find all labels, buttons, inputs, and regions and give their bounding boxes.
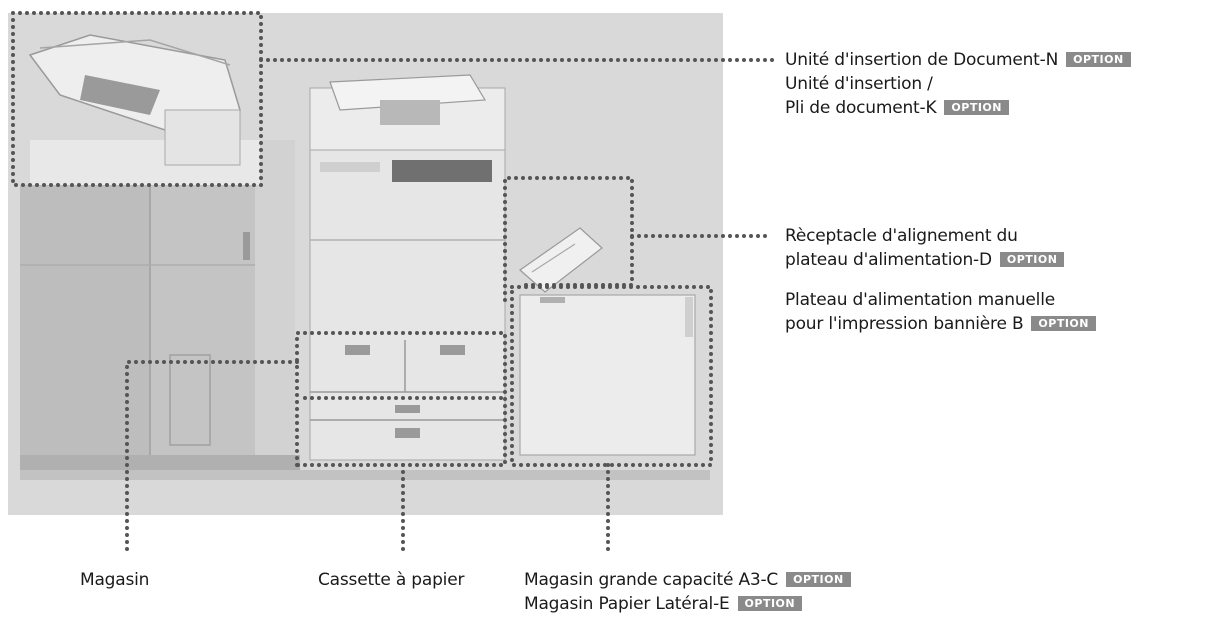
option-badge: OPTION	[944, 100, 1009, 115]
floor-shadow	[20, 470, 710, 480]
label-banner-tray: Plateau d'alimentation manuelle pour l'i…	[785, 288, 1096, 336]
option-badge: OPTION	[1031, 316, 1096, 331]
magasin-leader	[125, 360, 299, 555]
banner-tray-line1: Plateau d'alimentation manuelle	[785, 290, 1055, 310]
high-capacity-line2: Magasin Papier Latéral-E	[524, 594, 730, 614]
option-badge: OPTION	[1066, 52, 1131, 67]
insertion-unit-line1: Unité d'insertion de Document-N	[785, 50, 1059, 70]
label-tray-alignment: Rèceptacle d'alignement du plateau d'ali…	[785, 224, 1065, 272]
label-paper-cassette: Cassette à papier	[318, 568, 464, 592]
label-insertion-unit: Unité d'insertion de Document-N OPTION Un…	[785, 48, 1131, 120]
finisher-unit	[20, 140, 300, 473]
label-magasin: Magasin	[80, 568, 149, 592]
label-high-capacity: Magasin grande capacité A3-C OPTION Magas…	[524, 568, 851, 616]
high-capacity-line1: Magasin grande capacité A3-C	[524, 570, 779, 590]
insertion-unit-outline	[11, 11, 263, 187]
insertion-unit	[28, 34, 241, 166]
insertion-unit-line2: Unité d'insertion /	[785, 74, 933, 94]
tray-alignment-line2: plateau d'alimentation-D	[785, 250, 992, 270]
option-badge: OPTION	[999, 252, 1065, 267]
banner-tray-line2: pour l'impression bannière B	[785, 314, 1024, 334]
high-capacity-unit	[519, 294, 696, 456]
main-printer	[309, 74, 506, 461]
insertion-unit-line3: Pli de document-K	[785, 98, 937, 118]
tray-alignment-line1: Rèceptacle d'alignement du	[785, 226, 1018, 246]
option-badge: OPTION	[786, 572, 851, 587]
alignment-tray	[519, 227, 603, 293]
tray-alignment-outline	[503, 176, 634, 302]
paper-cassette-text: Cassette à papier	[318, 570, 465, 590]
magasin-text: Magasin	[80, 570, 150, 590]
high-capacity-outline	[510, 285, 713, 467]
option-badge: OPTION	[737, 596, 803, 611]
